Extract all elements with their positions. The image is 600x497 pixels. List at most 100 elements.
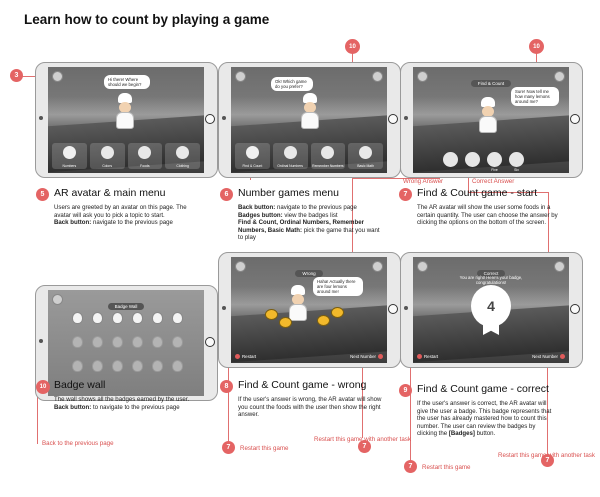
step-marker-10: 10 bbox=[529, 39, 544, 54]
screen-find-count-start: Find & Count Sure! Now tell me how many … bbox=[413, 67, 569, 173]
back-button[interactable] bbox=[52, 294, 63, 305]
step-marker-7: 7 bbox=[404, 460, 417, 473]
section-body: If the user's answer is wrong, the AR av… bbox=[238, 396, 382, 419]
step-marker-7: 7 bbox=[222, 441, 235, 454]
tablet-main-menu: Hi there! Where should we begin? Numbers… bbox=[35, 62, 218, 178]
section-heading: AR avatar & main menu bbox=[54, 187, 166, 199]
home-button bbox=[205, 337, 215, 347]
back-button[interactable] bbox=[417, 71, 428, 82]
answer-option[interactable] bbox=[465, 152, 480, 167]
screen-correct: Correct You are right! Here's your badge… bbox=[413, 257, 569, 363]
section-number: 7 bbox=[399, 188, 412, 201]
lemon bbox=[331, 307, 344, 318]
badges-button[interactable] bbox=[372, 261, 383, 272]
section-body: Back button: navigate to the previous pa… bbox=[238, 204, 380, 242]
menu-item-clothing[interactable]: Clothing bbox=[165, 143, 200, 169]
back-to-previous-label: Back to the previous page bbox=[42, 440, 114, 447]
badges-button[interactable] bbox=[554, 261, 565, 272]
connector-line bbox=[468, 192, 548, 193]
badge-locked bbox=[152, 336, 163, 348]
answer-option[interactable] bbox=[443, 152, 458, 167]
menu-item-ordinal-numbers[interactable]: Ordinal Numbers bbox=[272, 143, 308, 169]
avatar-speech: You are right! Here's your badge, congra… bbox=[459, 275, 523, 285]
connector-line bbox=[228, 352, 229, 442]
badge-locked bbox=[72, 336, 83, 348]
badge-ribbon bbox=[483, 321, 499, 335]
answer-option[interactable]: Five bbox=[487, 152, 502, 172]
home-button bbox=[570, 304, 580, 314]
page-title: Learn how to count by playing a game bbox=[24, 12, 270, 27]
menu-item-numbers[interactable]: Numbers bbox=[52, 143, 87, 169]
badges-button[interactable] bbox=[372, 71, 383, 82]
restart-with-another-task-label: Restart this game with another task bbox=[498, 452, 595, 459]
section-body: Users are greeted by an avatar on this p… bbox=[54, 204, 187, 227]
answer-options: Five Six bbox=[443, 152, 524, 172]
badge-earned[interactable] bbox=[72, 312, 83, 324]
badge-locked bbox=[92, 360, 103, 372]
menu-item-remember-numbers[interactable]: Remember Numbers bbox=[310, 143, 346, 169]
restart-this-game-label: Restart this game bbox=[240, 445, 289, 452]
screen-title: Badge Wall bbox=[107, 303, 145, 310]
chef-avatar bbox=[287, 285, 309, 321]
avatar-speech: Sure! Now tell me how many lemons around… bbox=[511, 87, 559, 106]
badge-locked bbox=[72, 360, 83, 372]
main-menu-bar: Numbers Colors Foods Clothing bbox=[52, 143, 200, 169]
connector-line bbox=[548, 192, 549, 282]
badge-locked bbox=[172, 360, 183, 372]
connector-line bbox=[22, 76, 36, 77]
section-heading: Number games menu bbox=[238, 187, 339, 199]
tablet-wrong: Wrong Haha! Actually there are four lemo… bbox=[218, 252, 401, 368]
badge-earned[interactable] bbox=[152, 312, 163, 324]
restart-button[interactable]: Restart bbox=[235, 354, 256, 359]
badge-earned[interactable] bbox=[172, 312, 183, 324]
menu-item-basic-math[interactable]: Basic Math bbox=[348, 143, 383, 169]
connector-line bbox=[362, 352, 363, 438]
badge-locked bbox=[92, 336, 103, 348]
avatar-speech: Hi there! Where should we begin? bbox=[104, 75, 150, 89]
section-heading: Find & Count game - correct bbox=[417, 383, 549, 395]
badge-locked bbox=[152, 360, 163, 372]
back-button[interactable] bbox=[235, 261, 246, 272]
back-button[interactable] bbox=[52, 71, 63, 82]
back-button[interactable] bbox=[235, 71, 246, 82]
answer-option[interactable]: Six bbox=[509, 152, 524, 172]
wrong-answer-label: Wrong Answer bbox=[403, 178, 444, 185]
step-marker-10: 10 bbox=[345, 39, 360, 54]
number-menu-bar: Find & Count Ordinal Numbers Remember Nu… bbox=[235, 143, 383, 169]
restart-this-game-label: Restart this game bbox=[422, 464, 471, 471]
menu-item-colors[interactable]: Colors bbox=[89, 143, 125, 169]
next-number-button[interactable]: Next Number bbox=[532, 354, 565, 359]
avatar-speech: Haha! Actually there are four lemons aro… bbox=[313, 277, 363, 296]
home-button bbox=[205, 114, 215, 124]
chef-avatar bbox=[299, 93, 321, 129]
section-heading: Find & Count game - start bbox=[417, 187, 538, 199]
restart-button[interactable]: Restart bbox=[417, 354, 438, 359]
screen-main-menu: Hi there! Where should we begin? Numbers… bbox=[48, 67, 204, 173]
back-button[interactable] bbox=[417, 261, 428, 272]
next-number-button[interactable]: Next Number bbox=[350, 354, 383, 359]
section-number: 10 bbox=[36, 380, 50, 394]
badge-locked bbox=[132, 360, 143, 372]
step-marker-3: 3 bbox=[10, 69, 23, 82]
home-button bbox=[388, 114, 398, 124]
badge-earned[interactable] bbox=[112, 312, 123, 324]
section-number: 8 bbox=[220, 380, 233, 393]
badges-button[interactable] bbox=[554, 71, 565, 82]
connector-line bbox=[352, 178, 440, 179]
home-button bbox=[388, 304, 398, 314]
step-marker-7: 7 bbox=[541, 454, 554, 467]
menu-item-foods[interactable]: Foods bbox=[127, 143, 163, 169]
connector-line bbox=[352, 178, 353, 292]
connector-line bbox=[547, 352, 548, 456]
tablet-badge-wall: Badge Wall bbox=[35, 285, 218, 401]
section-number: 5 bbox=[36, 188, 49, 201]
chef-avatar bbox=[477, 97, 499, 133]
section-body: If the user's answer is correct, the AR … bbox=[417, 400, 552, 438]
number-badge: 4 bbox=[471, 285, 511, 327]
screen-wrong: Wrong Haha! Actually there are four lemo… bbox=[231, 257, 387, 363]
menu-item-find-count[interactable]: Find & Count bbox=[235, 143, 270, 169]
restart-with-another-task-label: Restart this game with another task bbox=[314, 436, 411, 443]
badge-earned[interactable] bbox=[132, 312, 143, 324]
badge-locked bbox=[112, 360, 123, 372]
badge-earned[interactable] bbox=[92, 312, 103, 324]
